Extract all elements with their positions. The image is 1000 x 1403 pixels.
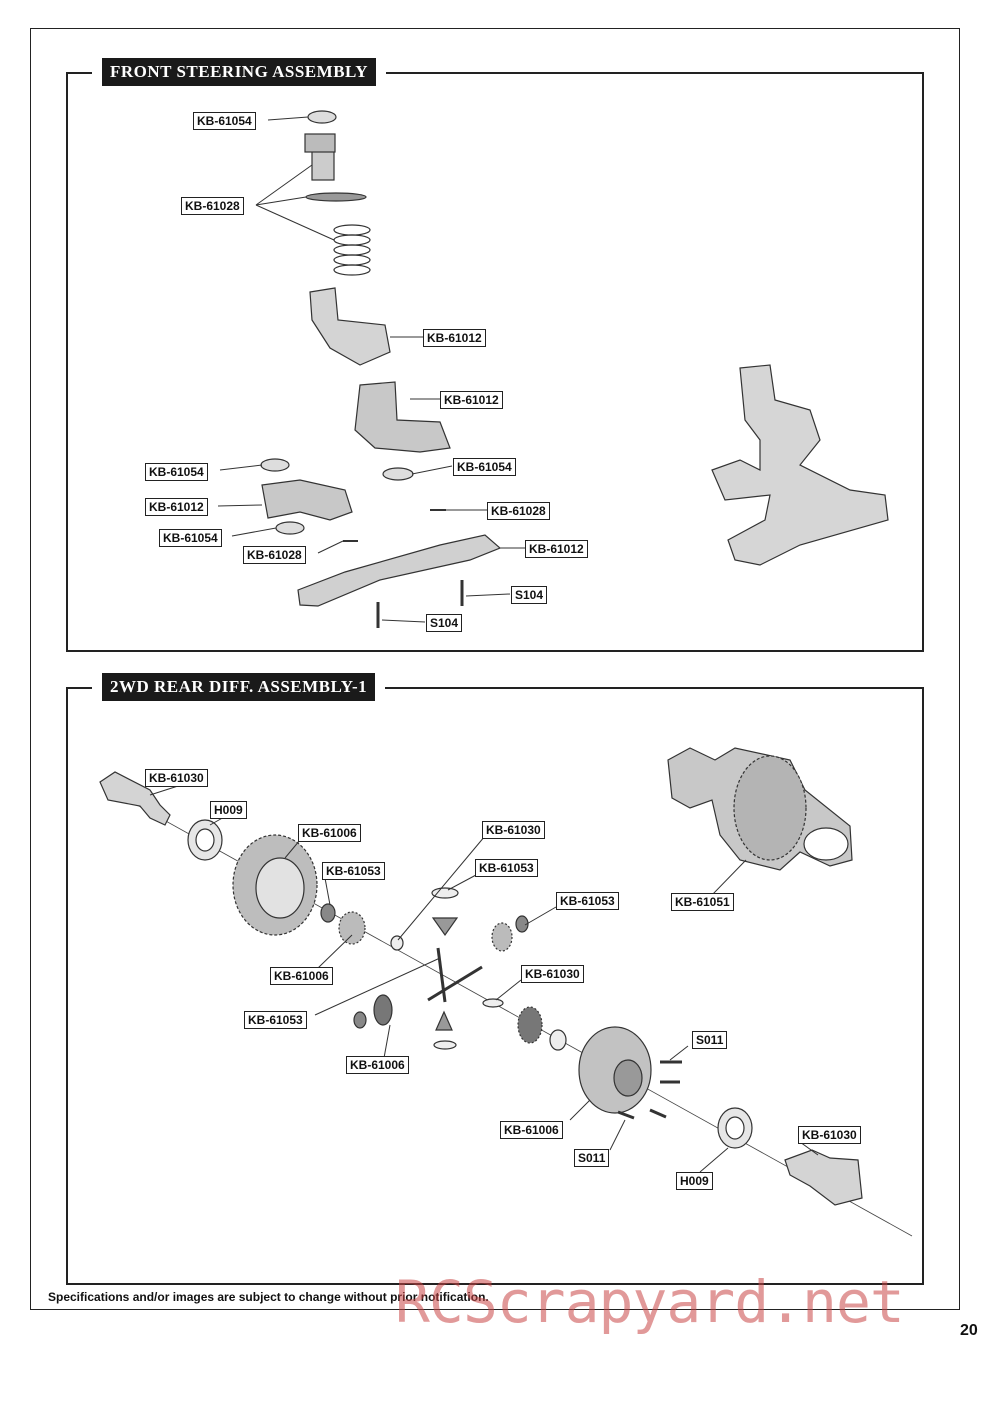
front-steering-title: FRONT STEERING ASSEMBLY [91, 48, 387, 96]
part-label: KB-61053 [244, 1011, 307, 1029]
part-label: KB-61054 [453, 458, 516, 476]
part-label: KB-61030 [482, 821, 545, 839]
part-label: KB-61006 [346, 1056, 409, 1074]
part-label: KB-61054 [193, 112, 256, 130]
rear-diff-box [66, 687, 924, 1285]
part-label: KB-61053 [556, 892, 619, 910]
part-label: H009 [676, 1172, 713, 1190]
part-label: KB-61051 [671, 893, 734, 911]
part-label: KB-61012 [145, 498, 208, 516]
footer-note: Specifications and/or images are subject… [48, 1290, 489, 1304]
part-label: KB-61028 [487, 502, 550, 520]
page-number: 20 [960, 1322, 978, 1339]
part-label: KB-61028 [181, 197, 244, 215]
assembled-steering-part [711, 364, 889, 566]
part-label: H009 [210, 801, 247, 819]
bellcrank-upper-part [309, 287, 391, 366]
steering-arm-part [261, 479, 353, 521]
part-label: KB-61006 [298, 824, 361, 842]
part-label: KB-61012 [525, 540, 588, 558]
rear-diff-title: 2WD REAR DIFF. ASSEMBLY-1 [91, 663, 386, 711]
part-label: KB-61054 [145, 463, 208, 481]
drag-link-part [297, 534, 502, 607]
part-label: KB-61006 [500, 1121, 563, 1139]
spring-part [333, 224, 371, 276]
part-label: S104 [426, 614, 463, 632]
outdrive-left-part [99, 771, 171, 826]
part-label: KB-61030 [798, 1126, 861, 1144]
page-frame [30, 28, 960, 1310]
front-steering-box [66, 72, 924, 652]
bellcrank-lower-part [354, 381, 451, 453]
part-label: KB-61030 [145, 769, 208, 787]
outdrive-right-part [784, 1149, 863, 1206]
part-label: S011 [574, 1149, 610, 1167]
part-label: KB-61012 [440, 391, 503, 409]
part-label: KB-61030 [521, 965, 584, 983]
watermark: RCScrapyard.net [395, 1268, 905, 1336]
part-label: KB-61053 [475, 859, 538, 877]
part-label: KB-61006 [270, 967, 333, 985]
part-label: S011 [692, 1031, 728, 1049]
part-label: KB-61053 [322, 862, 385, 880]
part-label: KB-61028 [243, 546, 306, 564]
part-label: KB-61054 [159, 529, 222, 547]
part-label: S104 [511, 586, 548, 604]
part-label: KB-61012 [423, 329, 486, 347]
